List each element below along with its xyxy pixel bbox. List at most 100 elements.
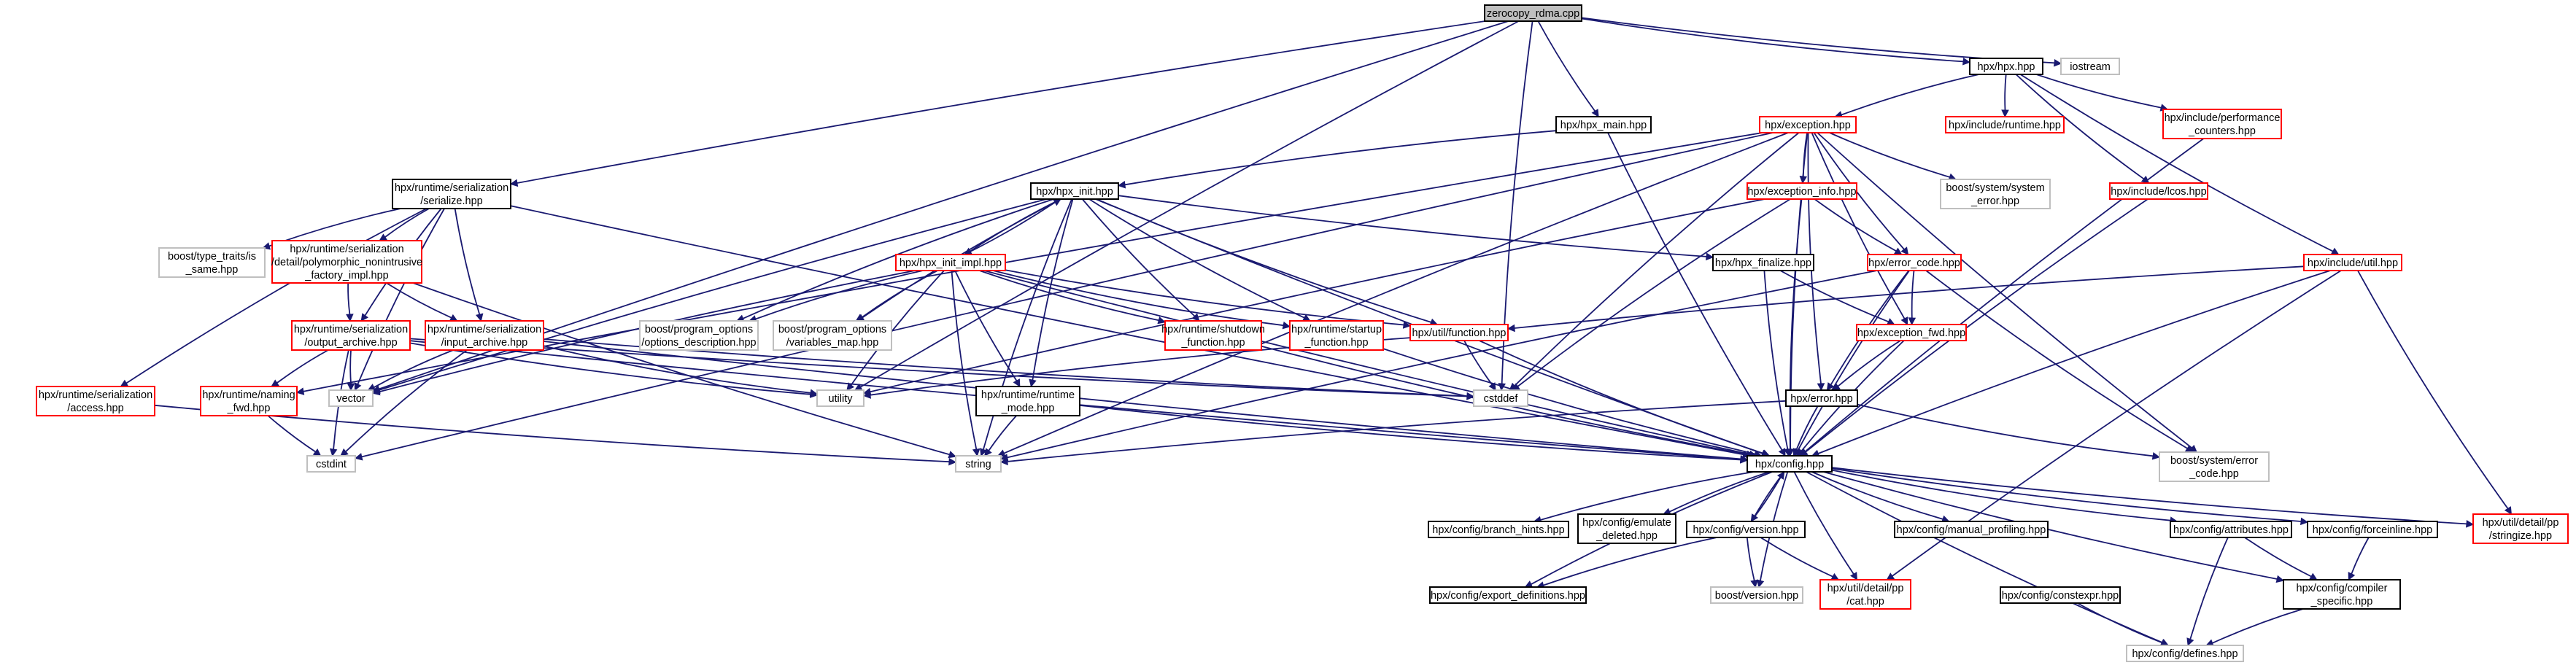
node-boost-sys-error[interactable]: boost/system/system_error.hpp [1940,179,2051,209]
node-emulate-deleted[interactable]: hpx/config/emulate_deleted.hpp [1577,513,1676,544]
node-hpx-init-impl[interactable]: hpx/hpx_init_impl.hpp [895,254,1006,271]
node-input-archive[interactable]: hpx/runtime/serialization/input_archive.… [425,320,544,351]
edge-arrowhead [1506,324,1515,333]
node-hpx-main[interactable]: hpx/hpx_main.hpp [1555,116,1652,133]
node-box [158,247,266,278]
node-label: hpx/config/export_definitions.hpp [1431,590,1585,602]
node-root[interactable]: zerocopy_rdma.cpp [1484,4,1582,22]
node-manual-profiling[interactable]: hpx/config/manual_profiling.hpp [1894,521,2049,538]
node-util-function[interactable]: hpx/util/function.hpp [1409,324,1509,341]
node-box [1577,513,1676,544]
node-inc-perf[interactable]: hpx/include/performance_counters.hpp [2162,109,2282,139]
node-box [425,320,544,351]
node-opt-desc[interactable]: boost/program_options/options_descriptio… [639,320,759,351]
edge-arrowhead [120,379,129,387]
edge-runtime_mode-to-config [1079,404,1749,464]
edge-line [1517,198,1791,387]
edge-line [412,282,950,456]
edge-line [2015,74,2145,180]
node-hpx-hpp[interactable]: hpx/hpx.hpp [1969,58,2043,75]
node-label: hpx/runtime/serialization [428,324,541,335]
edge-hpx_hpp-to-inc_util [2019,74,2340,255]
node-attributes[interactable]: hpx/config/attributes.hpp [2170,521,2292,538]
node-label: /variables_map.hpp [786,337,879,349]
node-var-map[interactable]: boost/program_options/variables_map.hpp [773,320,892,351]
node-error-code[interactable]: hpx/error_code.hpp [1867,254,1962,271]
node-utility[interactable]: utility [816,389,865,407]
node-box [328,389,374,407]
node-runtime-mode[interactable]: hpx/runtime/runtime_mode.hpp [975,386,1080,416]
edge-polymorphic-to-output_archive [346,282,354,322]
node-box [1940,179,2051,209]
edge-arrowhead [948,451,957,459]
node-box [895,254,1006,271]
node-label: hpx/include/lcos.hpp [2111,186,2206,198]
edge-arrowhead [1850,572,1857,580]
edge-config-to-stringize [1831,467,2475,528]
node-defines[interactable]: hpx/config/defines.hpp [2126,645,2244,662]
node-label: zerocopy_rdma.cpp [1487,8,1579,20]
edge-line [951,270,978,450]
node-cstddef[interactable]: cstddef [1473,389,1528,407]
node-exception[interactable]: hpx/exception.hpp [1759,116,1857,133]
node-error-hpp[interactable]: hpx/error.hpp [1785,389,1858,407]
node-config[interactable]: hpx/config.hpp [1747,455,1833,473]
edge-arrowhead [354,382,362,392]
edge-config-to-compiler_specific [1823,471,2285,583]
node-startup[interactable]: hpx/runtime/startup_function.hpp [1289,320,1384,351]
edge-line [1831,469,2171,521]
node-exception-fwd[interactable]: hpx/exception_fwd.hpp [1856,324,1967,341]
node-access[interactable]: hpx/runtime/serialization/access.hpp [36,386,155,416]
node-label: hpx/util/detail/pp [2483,517,2559,529]
edge-line [1805,198,2148,453]
node-export-defs[interactable]: hpx/config/export_definitions.hpp [1429,586,1587,604]
node-hpx-finalize[interactable]: hpx/hpx_finalize.hpp [1712,254,1814,271]
node-iostream[interactable]: iostream [2060,58,2120,75]
node-naming-fwd[interactable]: hpx/runtime/naming_fwd.hpp [200,386,298,416]
node-box [271,240,422,284]
edge-arrowhead [948,457,957,466]
node-version[interactable]: hpx/config/version.hpp [1686,521,1806,538]
edge-arrowhead [1117,181,1126,189]
node-compiler-specific[interactable]: hpx/config/compiler_specific.hpp [2283,579,2401,610]
edge-line [1382,348,1755,455]
node-label: _counters.hpp [2188,125,2256,137]
node-label: hpx/config/branch_hints.hpp [1432,524,1564,536]
node-hpx-init[interactable]: hpx/hpx_init.hpp [1030,182,1119,200]
edge-line [1746,537,1755,581]
file-nodes: zerocopy_rdma.cpp hpx/hpx.hpp iostream hpx/… [36,4,2569,662]
edge-startup-to-config [1382,348,1763,458]
edge-line [2077,602,2162,644]
node-cat[interactable]: hpx/util/detail/pp/cat.hpp [1819,579,1911,610]
node-inc-lcos[interactable]: hpx/include/lcos.hpp [2109,182,2208,200]
edge-arrowhead [295,387,305,395]
node-box [2162,109,2282,139]
node-branch-hints[interactable]: hpx/config/branch_hints.hpp [1428,521,1569,538]
edge-line [1079,404,1741,461]
node-label: _fwd.hpp [227,403,271,414]
node-box [955,455,1002,473]
node-inc-runtime[interactable]: hpx/include/runtime.hpp [1945,116,2065,133]
node-cstdint[interactable]: cstdint [306,455,356,473]
node-serialize[interactable]: hpx/runtime/serialization/serialize.hpp [392,179,511,209]
edge-line [454,208,481,315]
node-output-archive[interactable]: hpx/runtime/serialization/output_archive… [291,320,411,351]
edge-line [2035,74,2162,109]
node-forceinline[interactable]: hpx/config/forceinline.hpp [2307,521,2438,538]
node-stringize[interactable]: hpx/util/detail/pp/stringize.hpp [2472,513,2569,544]
node-polymorphic[interactable]: hpx/runtime/serialization/detail/polymor… [271,240,422,284]
node-exception-info[interactable]: hpx/exception_info.hpp [1747,182,1857,200]
edge-arrowhead [449,314,458,322]
node-boost-version[interactable]: boost/version.hpp [1710,586,1803,604]
node-string[interactable]: string [955,455,1002,473]
edge-line [1540,471,1755,521]
node-label: hpx/include/runtime.hpp [1949,120,2061,131]
node-boost-error-code[interactable]: boost/system/error_code.hpp [2159,451,2270,482]
node-constexpr[interactable]: hpx/config/constexpr.hpp [2000,586,2121,604]
node-type-traits[interactable]: boost/type_traits/is_same.hpp [158,247,266,278]
node-inc-util[interactable]: hpx/include/util.hpp [2303,254,2402,271]
node-box [1473,389,1528,407]
node-vector[interactable]: vector [328,389,374,407]
node-shutdown[interactable]: hpx/runtime/shutdown_function.hpp [1161,320,1265,351]
